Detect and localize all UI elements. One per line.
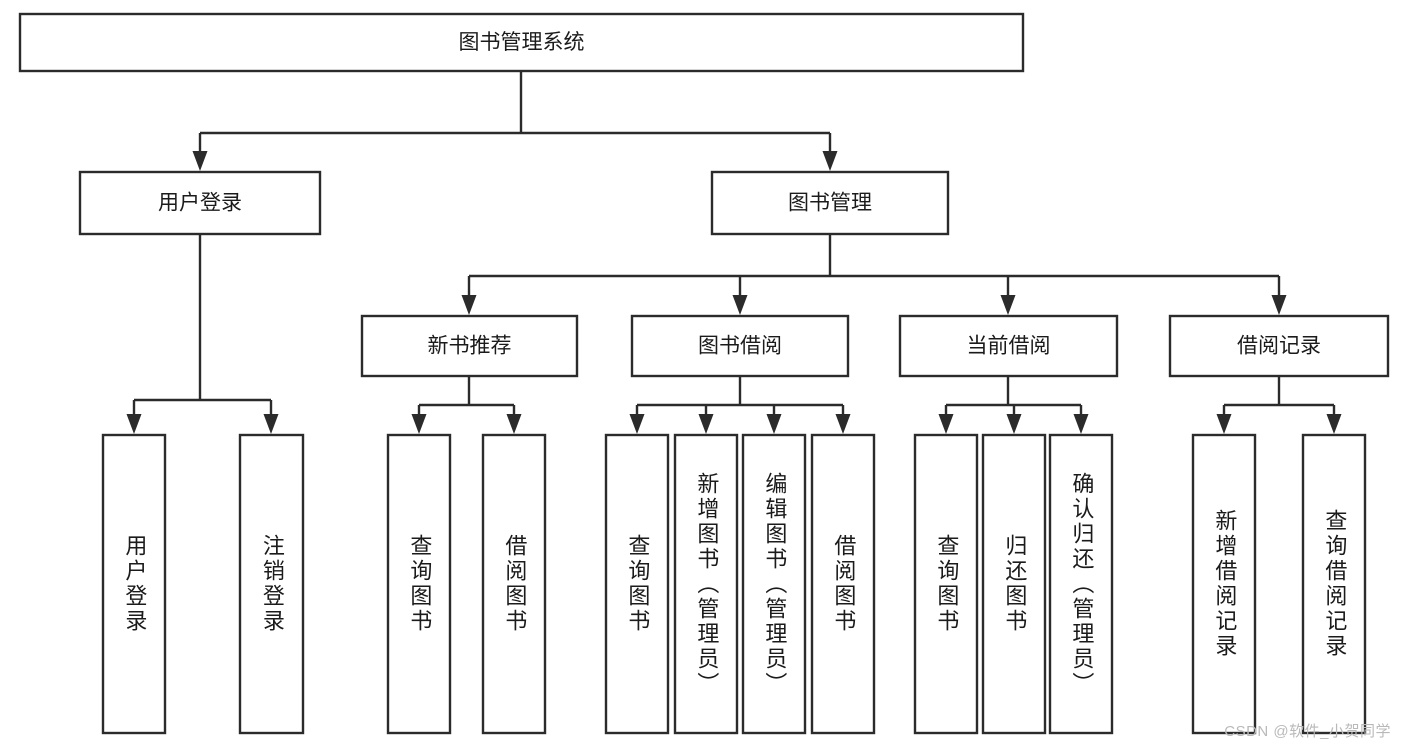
node-box-leaf-confirm-return[interactable] (1048, 433, 1114, 735)
node-box-user-login[interactable] (78, 170, 322, 236)
node-box-root[interactable] (18, 12, 1025, 73)
node-box-leaf-edit-book[interactable] (741, 433, 807, 735)
edge-layer (126, 71, 1342, 434)
node-box-leaf-user-logout[interactable] (238, 433, 305, 735)
node-box-leaf-return-book[interactable] (981, 433, 1047, 735)
node-box-leaf-add-book[interactable] (673, 433, 739, 735)
node-box-new-book-rec[interactable] (360, 314, 579, 378)
connector-edge-newbookrec-bus (411, 376, 522, 434)
connector-edge-root-bus (192, 71, 838, 171)
node-label-book-manage: 图书管理 (788, 192, 872, 215)
node-label-user-login: 用户登录 (158, 192, 242, 215)
node-box-leaf-query-book-1[interactable] (386, 433, 452, 735)
node-label-current-borrow: 当前借阅 (967, 335, 1051, 358)
node-label-borrow-record: 借阅记录 (1237, 335, 1321, 358)
connector-edge-currentborrow-bus (938, 376, 1089, 434)
node-label-new-book-rec: 新书推荐 (428, 335, 512, 358)
connector-edge-bookborrow-bus (629, 376, 851, 434)
connector-edge-bookmanage-bus (461, 234, 1287, 315)
connector-edge-borrowrecord-bus (1216, 376, 1342, 434)
node-box-leaf-query-book-3[interactable] (913, 433, 979, 735)
node-box-current-borrow[interactable] (898, 314, 1119, 378)
connector-edge-userlogin-bus (126, 234, 279, 434)
node-box-leaf-query-record[interactable] (1301, 433, 1367, 735)
node-box-leaf-add-record[interactable] (1191, 433, 1257, 735)
node-box-leaf-query-book-2[interactable] (604, 433, 670, 735)
node-box-leaf-borrow-book-2[interactable] (810, 433, 876, 735)
node-label-root: 图书管理系统 (459, 31, 585, 54)
node-box-leaf-user-login[interactable] (101, 433, 167, 735)
node-label-book-borrow: 图书借阅 (698, 335, 782, 358)
node-box-borrow-record[interactable] (1168, 314, 1390, 378)
watermark: CSDN @软件_小贺同学 (1224, 723, 1391, 740)
node-box-leaf-borrow-book-1[interactable] (481, 433, 547, 735)
node-box-book-manage[interactable] (710, 170, 950, 236)
node-box-book-borrow[interactable] (630, 314, 850, 378)
box-layer (18, 12, 1390, 735)
